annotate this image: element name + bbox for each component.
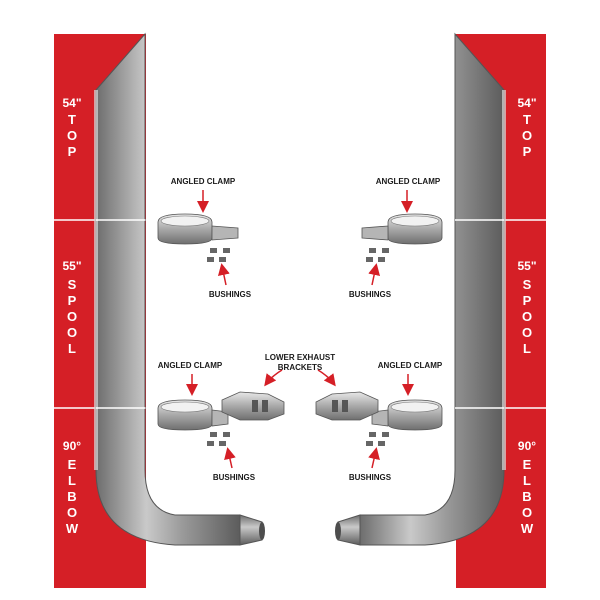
lower-left-angled-clamp <box>157 399 229 431</box>
upper-right-bushings-arrow <box>368 263 381 286</box>
upper-left-angled-clamp <box>157 213 239 245</box>
lower-brackets-label-line1: LOWER EXHAUST <box>265 353 335 362</box>
lower-left-bracket <box>221 391 285 421</box>
right-top-size: 54" <box>517 96 536 110</box>
upper-left-bushings-label: BUSHINGS <box>209 290 252 299</box>
upper-left-clamp-label: ANGLED CLAMP <box>171 177 236 186</box>
left-exhaust-pipe <box>94 32 265 546</box>
lower-left-bushings <box>207 432 230 446</box>
lower-left-clamp-label: ANGLED CLAMP <box>158 361 223 370</box>
lower-right-bushings-arrow <box>368 447 380 469</box>
lower-right-bushings-label: BUSHINGS <box>349 473 392 482</box>
lower-left-bushings-label: BUSHINGS <box>213 473 256 482</box>
left-top-size: 54" <box>62 96 81 110</box>
lower-right-bracket <box>315 391 379 421</box>
upper-right-clamp-label: ANGLED CLAMP <box>376 177 441 186</box>
right-exhaust-pipe <box>335 32 506 546</box>
lower-right-angled-clamp <box>371 399 443 431</box>
left-elbow-size: 90° <box>63 439 81 453</box>
lower-brackets-arrow-left <box>264 369 283 387</box>
left-spool-size: 55" <box>62 259 81 273</box>
upper-right-bushings-label: BUSHINGS <box>349 290 392 299</box>
upper-right-bushings <box>366 248 389 262</box>
upper-left-bushings <box>207 248 230 262</box>
upper-left-bushings-arrow <box>217 263 230 286</box>
lower-right-bushings <box>366 432 389 446</box>
right-elbow-size: 90° <box>518 439 536 453</box>
upper-right-angled-clamp <box>361 213 443 245</box>
lower-right-clamp-label: ANGLED CLAMP <box>378 361 443 370</box>
lower-brackets-arrow-right <box>317 369 336 387</box>
right-spool-size: 55" <box>517 259 536 273</box>
lower-left-bushings-arrow <box>224 447 236 469</box>
lower-brackets-label-line2: BRACKETS <box>278 363 323 372</box>
